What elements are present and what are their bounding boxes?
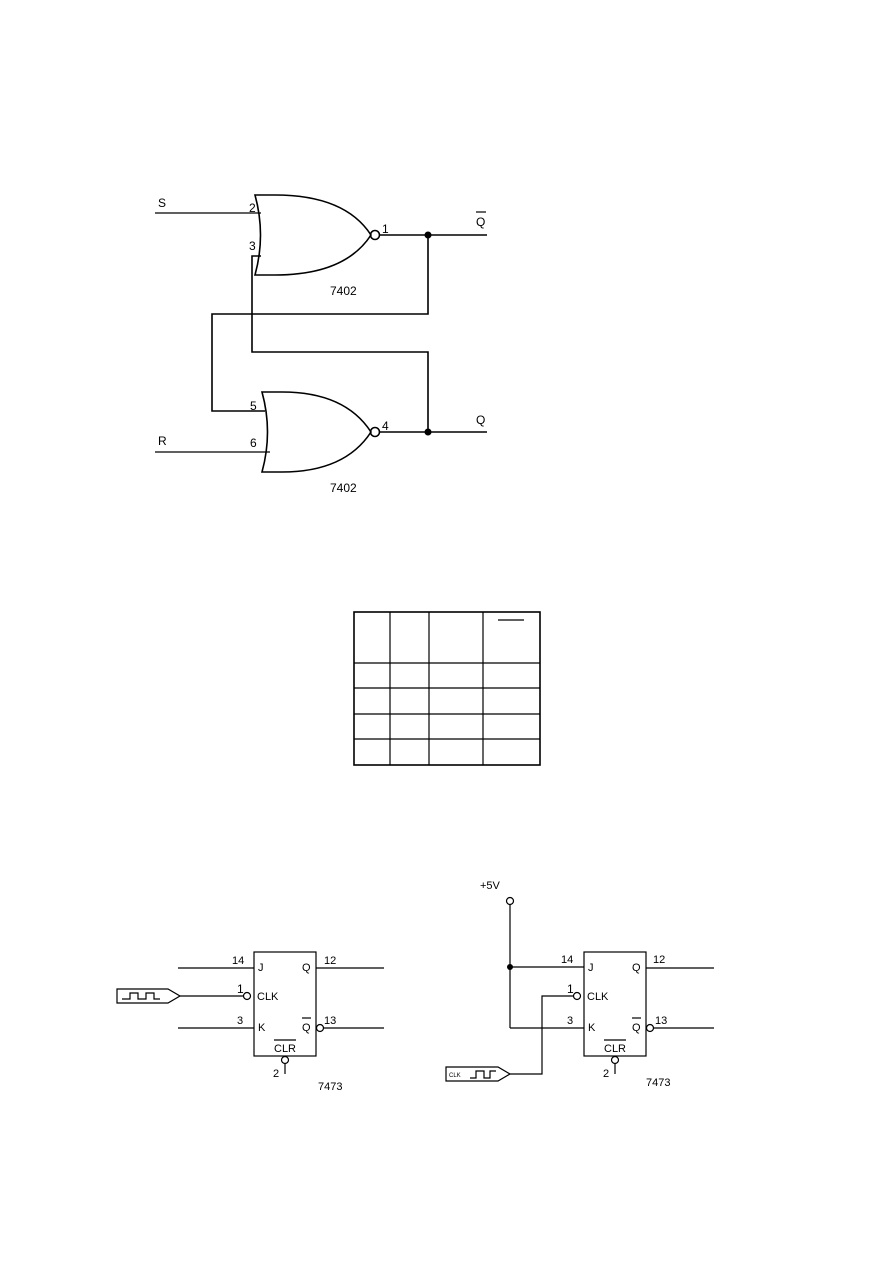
junction-dot-q bbox=[424, 428, 432, 436]
upper-gate-part-label: 7402 bbox=[330, 284, 357, 298]
junction-dot-qbar bbox=[424, 231, 432, 239]
supply-terminal bbox=[505, 896, 515, 906]
clk-pin-number: 1 bbox=[567, 982, 574, 996]
r-input-label: R bbox=[158, 434, 167, 448]
k-pin-number: 3 bbox=[567, 1015, 573, 1027]
lower-gate-pin-in-b: 6 bbox=[250, 436, 257, 450]
j-pin-number: 14 bbox=[232, 955, 244, 967]
q-bar-label: Q bbox=[632, 1022, 641, 1034]
k-label: K bbox=[258, 1022, 266, 1034]
supply-label: +5V bbox=[480, 880, 501, 892]
k-pin-number: 3 bbox=[237, 1015, 243, 1027]
q-bar-pin-number: 13 bbox=[655, 1015, 667, 1027]
clk-input-wire bbox=[510, 995, 573, 1075]
flipflop-part-label: 7473 bbox=[318, 1081, 342, 1093]
upper-nor-bubble bbox=[369, 229, 381, 241]
clock-source-symbol bbox=[445, 1066, 512, 1082]
q-label: Q bbox=[302, 962, 311, 974]
feedback-qbar-to-pin5 bbox=[211, 235, 429, 412]
j-pin-number: 14 bbox=[561, 954, 573, 966]
truth-table bbox=[353, 611, 541, 766]
clock-source-label: CLK bbox=[449, 1073, 461, 1079]
clr-pin-number: 2 bbox=[603, 1068, 609, 1080]
q-pin-number: 12 bbox=[324, 955, 336, 967]
clock-source-symbol bbox=[116, 988, 182, 1004]
flipflop-part-label: 7473 bbox=[646, 1077, 670, 1089]
upper-gate-pin-out: 1 bbox=[382, 222, 389, 236]
j-label: J bbox=[258, 962, 264, 974]
lower-gate-part-label: 7402 bbox=[330, 481, 357, 495]
clk-label: CLK bbox=[257, 991, 279, 1003]
clr-pin-number: 2 bbox=[273, 1068, 279, 1080]
upper-nor-gate bbox=[253, 194, 372, 276]
sr-latch-diagram: S R 2 3 1 7402 5 6 4 7402 Q Q bbox=[155, 194, 487, 495]
s-input-label: S bbox=[158, 196, 166, 210]
jk-flipflop-left: 14 3 1 12 13 2 J CLK K Q Q CLR 7473 bbox=[116, 951, 384, 1093]
clock-waveform-icon bbox=[470, 1070, 496, 1079]
lower-gate-pin-out: 4 bbox=[382, 419, 389, 433]
junction-dot-supply bbox=[507, 964, 513, 970]
j-label: J bbox=[588, 962, 594, 974]
upper-gate-pin-in-b: 3 bbox=[249, 239, 256, 253]
lower-gate-pin-in-a: 5 bbox=[250, 399, 257, 413]
q-pin-number: 12 bbox=[653, 954, 665, 966]
upper-gate-pin-in-a: 2 bbox=[249, 201, 256, 215]
q-bar-output-label: Q bbox=[476, 215, 485, 229]
q-bar-inversion-bubble bbox=[315, 1023, 325, 1033]
clr-inversion-bubble bbox=[280, 1055, 290, 1065]
clk-inversion-bubble bbox=[572, 991, 582, 1001]
q-bar-label: Q bbox=[302, 1022, 311, 1034]
q-bar-inversion-bubble bbox=[645, 1023, 655, 1033]
clr-label: CLR bbox=[274, 1043, 296, 1055]
lower-nor-bubble bbox=[369, 426, 381, 438]
clk-inversion-bubble bbox=[242, 991, 252, 1001]
k-label: K bbox=[588, 1022, 596, 1034]
clk-label: CLK bbox=[587, 991, 609, 1003]
q-bar-pin-number: 13 bbox=[324, 1015, 336, 1027]
clr-inversion-bubble bbox=[610, 1055, 620, 1065]
q-output-label: Q bbox=[476, 413, 485, 427]
jk-flipflop-right: CLK +5V 14 3 1 12 13 2 J CLK K Q Q CLR 7… bbox=[445, 880, 714, 1089]
clk-pin-number: 1 bbox=[237, 982, 244, 996]
feedback-q-to-pin3 bbox=[251, 255, 429, 432]
lower-nor-gate bbox=[260, 391, 372, 473]
q-label: Q bbox=[632, 962, 641, 974]
clock-waveform-icon bbox=[122, 992, 160, 1000]
clr-label: CLR bbox=[604, 1043, 626, 1055]
